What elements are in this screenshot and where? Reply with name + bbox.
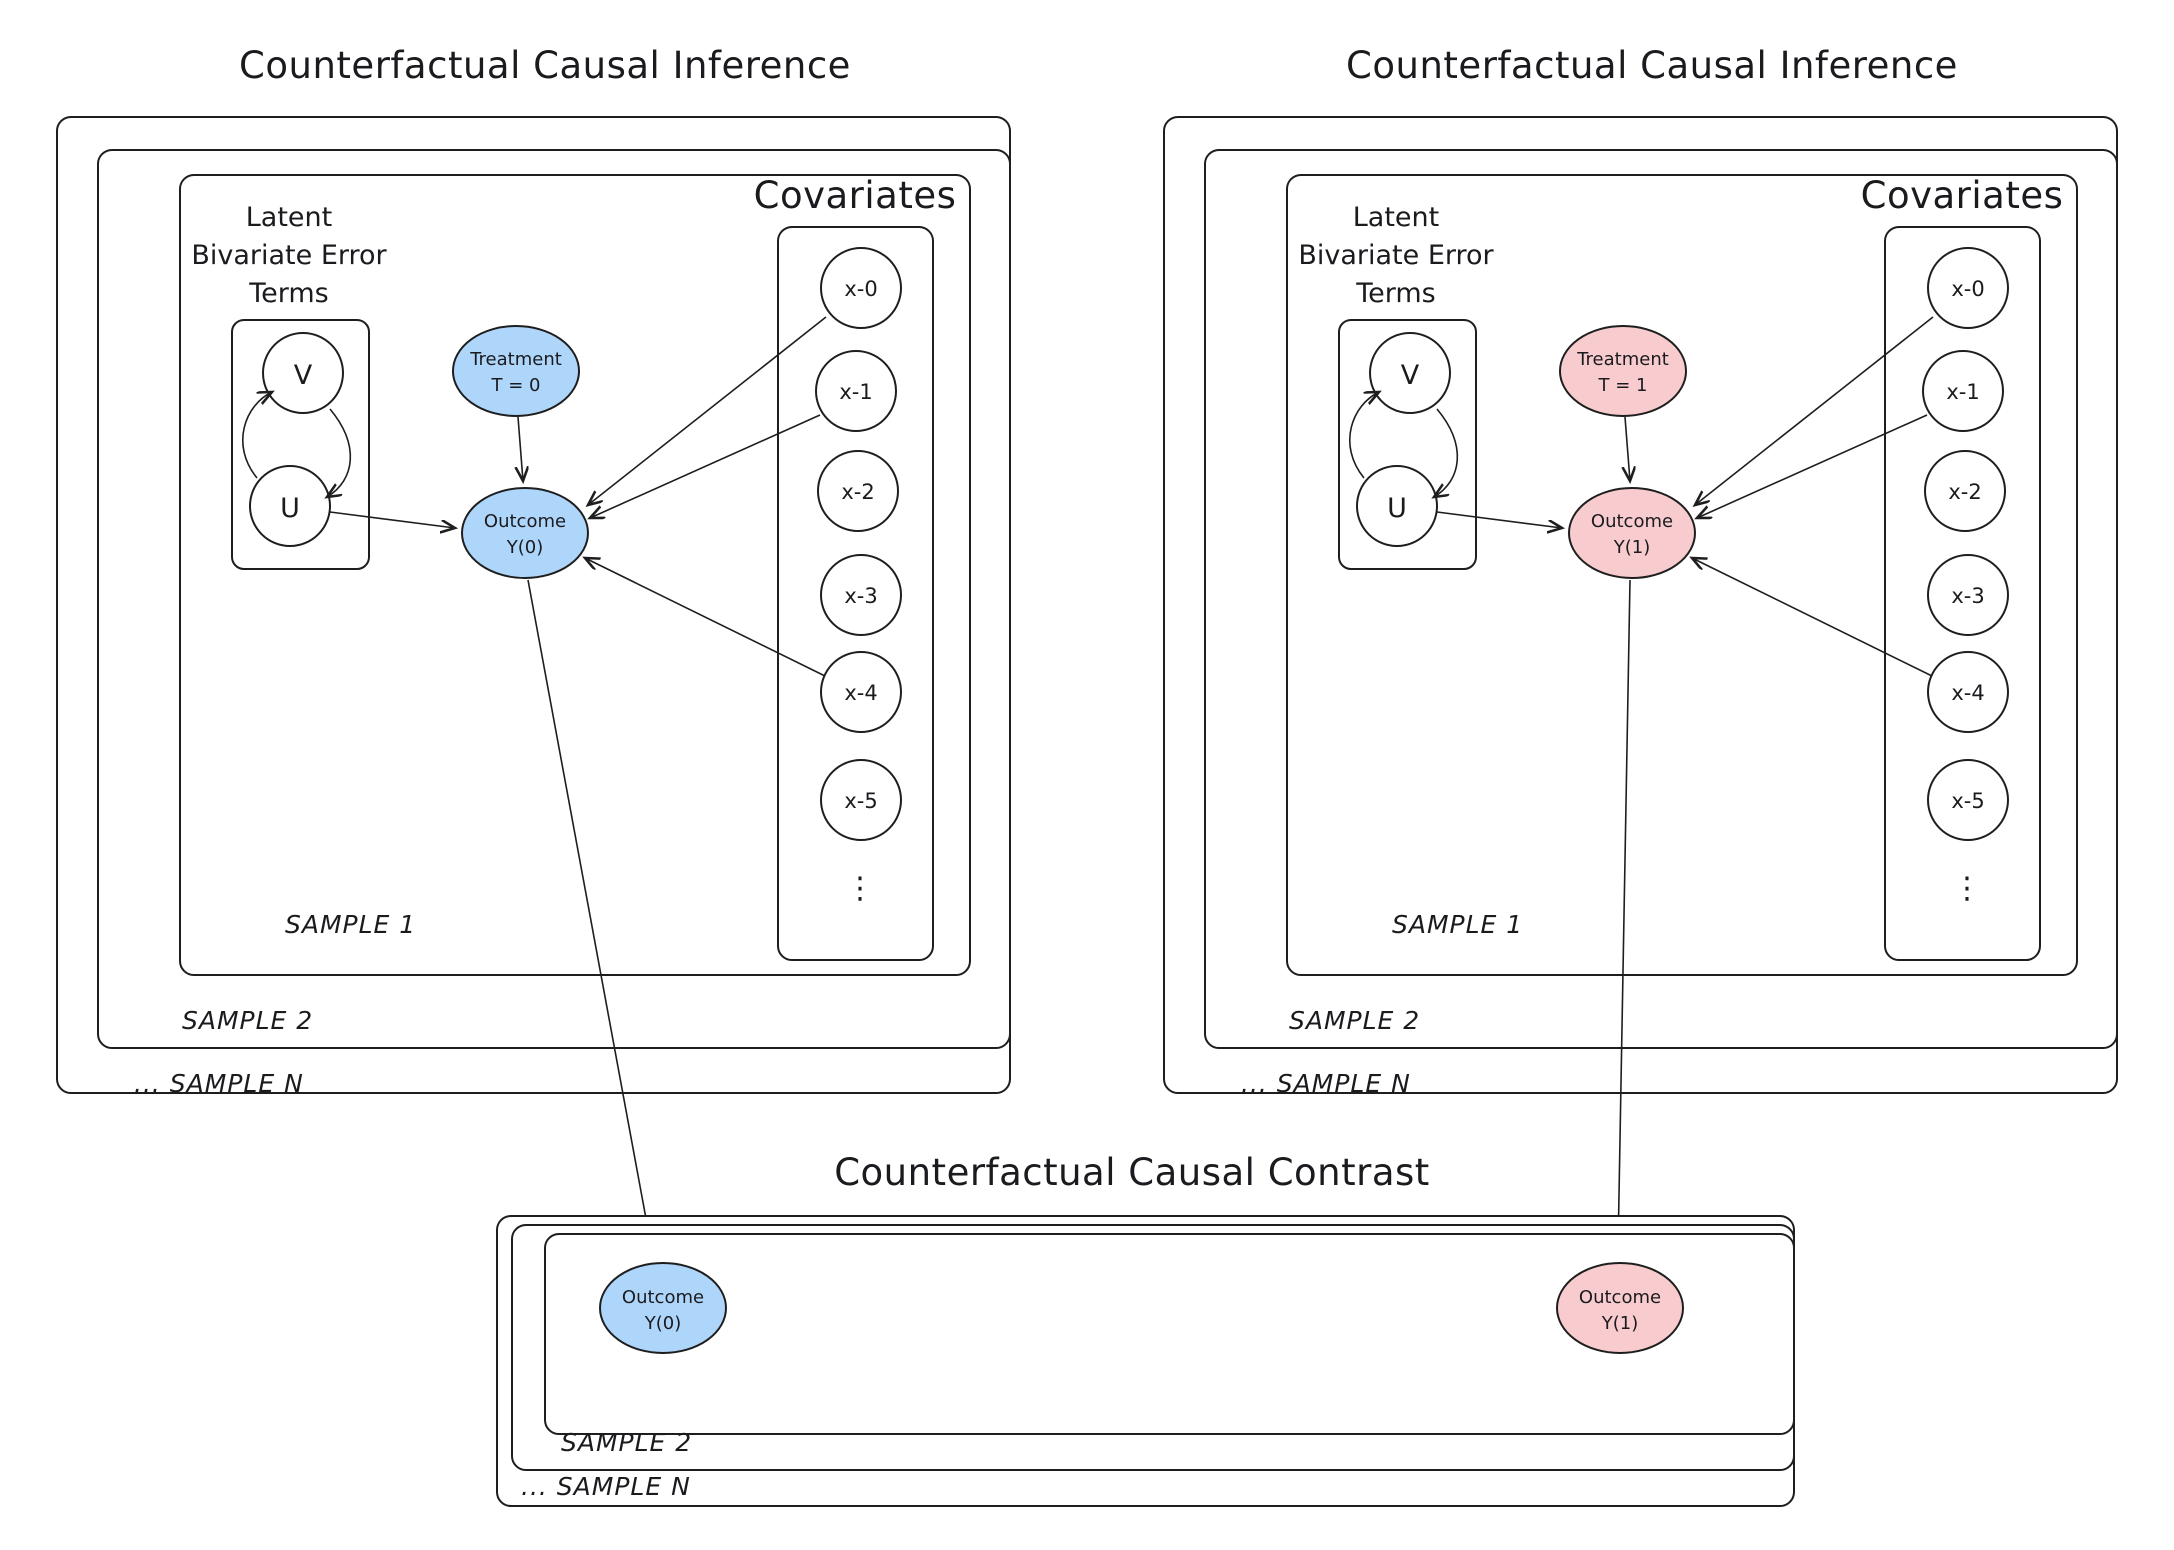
right-sample-1-frame	[1286, 174, 2078, 976]
left-latent-title-line-2: Bivariate Error	[191, 240, 387, 271]
right-covariate-x-0[interactable]	[1927, 247, 2009, 329]
left-covariate-x-1-label: x-1	[839, 380, 872, 404]
right-node-u-label: U	[1387, 493, 1407, 524]
right-treatment-label-line-2: T = 1	[1598, 375, 1648, 396]
right-covariate-x-2[interactable]	[1924, 450, 2006, 532]
left-covariate-x-1[interactable]	[815, 350, 897, 432]
left-covariate-x-4[interactable]	[820, 651, 902, 733]
left-edge-treatment-to-outcome	[518, 416, 523, 481]
left-node-u-label: U	[280, 493, 300, 524]
left-latent-title-line-1: Latent	[246, 202, 332, 233]
right-covariate-x-0-label: x-0	[1951, 277, 1984, 301]
left-treatment-label-line-1: Treatment	[469, 349, 562, 370]
left-outcome-node[interactable]	[461, 487, 589, 579]
right-covariate-x-1[interactable]	[1922, 350, 2004, 432]
left-node-v-label: V	[294, 360, 313, 391]
left-edge-x0-to-outcome	[588, 316, 827, 505]
contrast-outcome-treated-line-2: Y(1)	[1601, 1313, 1639, 1334]
right-latent-title-line-2: Bivariate Error	[1298, 240, 1494, 271]
right-edge-x4-to-outcome	[1692, 558, 1933, 677]
panel-contrast-title: Counterfactual Causal Contrast	[834, 1151, 1430, 1194]
left-covariate-x-5[interactable]	[820, 759, 902, 841]
panel-left: Counterfactual Causal Inference SAMPLE 1…	[56, 44, 1011, 1251]
left-covariate-x-3-label: x-3	[844, 584, 877, 608]
left-sample-2-label: SAMPLE 2	[182, 1006, 313, 1035]
right-outcome-node[interactable]	[1568, 487, 1696, 579]
right-covariate-x-4-label: x-4	[1951, 681, 1984, 705]
left-sample-n-label: ... SAMPLE N	[134, 1069, 304, 1098]
left-edge-outcome-to-contrast	[527, 579, 652, 1251]
contrast-sample-2-label: SAMPLE 2	[561, 1428, 692, 1457]
left-node-u[interactable]	[249, 465, 331, 547]
contrast-sample-1-frame	[544, 1233, 1795, 1435]
left-covariate-x-2-label: x-2	[841, 480, 874, 504]
panel-contrast: Counterfactual Causal Contrast Outcome Y…	[496, 1151, 1795, 1507]
left-edge-x4-to-outcome	[585, 558, 826, 677]
right-covariates-title: Covariates	[1861, 174, 2064, 217]
right-edge-x1-to-outcome	[1697, 414, 1928, 518]
left-edge-u-to-outcome	[329, 511, 455, 528]
panel-right: Counterfactual Causal Inference SAMPLE 1…	[1163, 44, 2118, 1251]
right-latent-title-line-3: Terms	[1355, 278, 1436, 309]
left-covariates-ellipsis: ⋮	[845, 871, 877, 906]
right-outcome-label-line-1: Outcome	[1591, 511, 1673, 532]
right-edge-u-to-outcome	[1436, 511, 1562, 528]
right-covariate-x-1-label: x-1	[1946, 380, 1979, 404]
right-covariate-x-5-label: x-5	[1951, 789, 1984, 813]
right-treatment-label-line-1: Treatment	[1576, 349, 1669, 370]
right-covariate-x-3-label: x-3	[1951, 584, 1984, 608]
left-outcome-label-line-1: Outcome	[484, 511, 566, 532]
right-covariate-x-3[interactable]	[1927, 554, 2009, 636]
right-edge-u-to-v	[1348, 392, 1379, 479]
right-edge-x0-to-outcome	[1695, 316, 1934, 505]
right-node-v-label: V	[1401, 360, 1420, 391]
contrast-outcome-treated-line-1: Outcome	[1579, 1287, 1661, 1308]
contrast-outcome-treated-node[interactable]	[1556, 1262, 1684, 1354]
left-outcome-label-line-2: Y(0)	[506, 537, 544, 558]
right-sample-2-label: SAMPLE 2	[1289, 1006, 1420, 1035]
right-edge-v-to-u	[1434, 408, 1459, 497]
right-treatment-node[interactable]	[1559, 325, 1687, 417]
right-sample-1-label: SAMPLE 1	[1392, 910, 1523, 939]
left-sample-1-label: SAMPLE 1	[285, 910, 416, 939]
right-node-u[interactable]	[1356, 465, 1438, 547]
left-latent-title-line-3: Terms	[248, 278, 329, 309]
right-covariate-x-5[interactable]	[1927, 759, 2009, 841]
contrast-outcome-control-node[interactable]	[599, 1262, 727, 1354]
left-edge-v-to-u	[327, 408, 352, 497]
panel-right-title: Counterfactual Causal Inference	[1346, 44, 1958, 87]
right-node-v[interactable]	[1369, 332, 1451, 414]
right-outcome-label-line-2: Y(1)	[1613, 537, 1651, 558]
left-covariate-x-4-label: x-4	[844, 681, 877, 705]
right-sample-n-label: ... SAMPLE N	[1241, 1069, 1411, 1098]
panel-left-title: Counterfactual Causal Inference	[239, 44, 851, 87]
left-edge-u-to-v	[241, 392, 272, 479]
left-covariate-x-5-label: x-5	[844, 789, 877, 813]
left-node-v[interactable]	[262, 332, 344, 414]
right-edge-treatment-to-outcome	[1625, 416, 1630, 481]
left-treatment-node[interactable]	[452, 325, 580, 417]
right-covariate-x-2-label: x-2	[1948, 480, 1981, 504]
right-covariates-ellipsis: ⋮	[1952, 871, 1984, 906]
left-edge-x1-to-outcome	[590, 414, 821, 518]
left-treatment-label-line-2: T = 0	[491, 375, 541, 396]
left-covariate-x-0[interactable]	[820, 247, 902, 329]
contrast-outcome-control-line-1: Outcome	[622, 1287, 704, 1308]
right-covariate-x-4[interactable]	[1927, 651, 2009, 733]
contrast-outcome-control-line-2: Y(0)	[644, 1313, 682, 1334]
right-latent-title-line-1: Latent	[1353, 202, 1439, 233]
left-covariates-title: Covariates	[754, 174, 957, 217]
left-sample-1-frame	[179, 174, 971, 976]
left-covariate-x-0-label: x-0	[844, 277, 877, 301]
left-covariate-x-3[interactable]	[820, 554, 902, 636]
right-edge-outcome-to-contrast	[1618, 579, 1631, 1251]
contrast-sample-n-label: ... SAMPLE N	[521, 1472, 691, 1501]
left-covariate-x-2[interactable]	[817, 450, 899, 532]
